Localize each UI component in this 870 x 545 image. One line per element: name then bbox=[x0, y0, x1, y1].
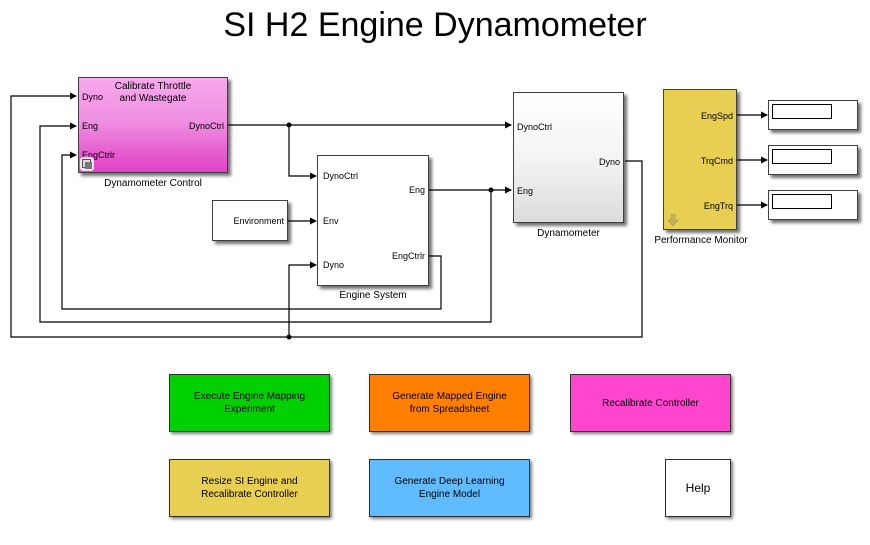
display-value bbox=[772, 149, 832, 164]
port-in-eng: Eng bbox=[82, 121, 99, 131]
dynamometer-block[interactable]: DynoCtrl Eng Dyno bbox=[513, 92, 624, 223]
port-in-env: Env bbox=[323, 216, 339, 226]
button-label: Generate Deep Learning Engine Model bbox=[394, 476, 505, 500]
dynamometer-control-label: Dynamometer Control bbox=[104, 178, 202, 189]
button-label: Help bbox=[685, 480, 711, 495]
port-in-dynoctrl: DynoCtrl bbox=[517, 122, 553, 132]
junction-dot bbox=[286, 334, 292, 340]
port-out-engctrlr: EngCtrlr bbox=[391, 251, 425, 261]
dynamometer-label: Dynamometer bbox=[537, 228, 600, 239]
port-in-dyno: Dyno bbox=[323, 260, 345, 270]
button-label: Execute Engine Mapping Experiment bbox=[193, 391, 306, 415]
generate-mapped-engine-button[interactable]: Generate Mapped Engine from Spreadsheet bbox=[369, 374, 530, 432]
help-button[interactable]: Help bbox=[665, 459, 731, 517]
resize-si-engine-button[interactable]: Resize SI Engine and Recalibrate Control… bbox=[169, 459, 330, 517]
button-label: Recalibrate Controller bbox=[602, 397, 699, 409]
port-in-dyno: Dyno bbox=[82, 92, 104, 102]
port-out-dyno: Dyno bbox=[598, 157, 620, 167]
model-title: SI H2 Engine Dynamometer bbox=[223, 6, 647, 44]
down-arrow-icon bbox=[667, 213, 679, 227]
wire-dyno-engine bbox=[288, 261, 317, 337]
wire-eng-feedback bbox=[39, 122, 492, 323]
execute-engine-mapping-button[interactable]: Execute Engine Mapping Experiment bbox=[169, 374, 330, 432]
dynamometer-control-block[interactable]: Calibrate Throttle and Wastegate Dyno En… bbox=[78, 77, 228, 173]
display-trqcmd[interactable] bbox=[768, 145, 858, 175]
wire-dyno-feedback bbox=[10, 92, 643, 338]
performance-monitor-block[interactable]: EngSpd TrqCmd EngTrq bbox=[663, 89, 737, 230]
port-in-engctrlr: EngCtrlr bbox=[82, 150, 116, 160]
display-value bbox=[772, 104, 832, 119]
button-label: Resize SI Engine and Recalibrate Control… bbox=[201, 476, 298, 500]
junction-dot bbox=[488, 187, 494, 193]
port-out-engspd: EngSpd bbox=[700, 111, 733, 121]
port-in-eng: Eng bbox=[517, 186, 534, 196]
display-engtrq[interactable] bbox=[768, 190, 858, 220]
recalibrate-controller-button[interactable]: Recalibrate Controller bbox=[570, 374, 731, 432]
port-in-dynoctrl: DynoCtrl bbox=[323, 171, 359, 181]
environment-label: Environment bbox=[233, 216, 284, 226]
port-out-trqcmd: TrqCmd bbox=[700, 156, 733, 166]
generate-deep-learning-button[interactable]: Generate Deep Learning Engine Model bbox=[369, 459, 530, 517]
performance-monitor-label: Performance Monitor bbox=[654, 235, 748, 246]
block-title: Calibrate Throttle and Wastegate bbox=[114, 81, 192, 104]
display-engspd[interactable] bbox=[768, 100, 858, 130]
button-label: Generate Mapped Engine from Spreadsheet bbox=[392, 391, 507, 415]
environment-block[interactable]: Environment bbox=[212, 200, 288, 241]
wire-engctrlr-feedback bbox=[61, 151, 442, 310]
engine-system-label: Engine System bbox=[339, 290, 407, 301]
wire-dynoctrl-engine bbox=[288, 125, 317, 180]
junction-dot bbox=[286, 122, 292, 128]
subsystem-badge-icon bbox=[80, 157, 94, 171]
port-out-engtrq: EngTrq bbox=[703, 201, 733, 211]
port-out-dynoctrl: DynoCtrl bbox=[188, 121, 224, 131]
port-out-eng: Eng bbox=[408, 185, 425, 195]
engine-system-block[interactable]: DynoCtrl Env Dyno Eng EngCtrlr bbox=[317, 155, 429, 286]
display-value bbox=[772, 194, 832, 209]
